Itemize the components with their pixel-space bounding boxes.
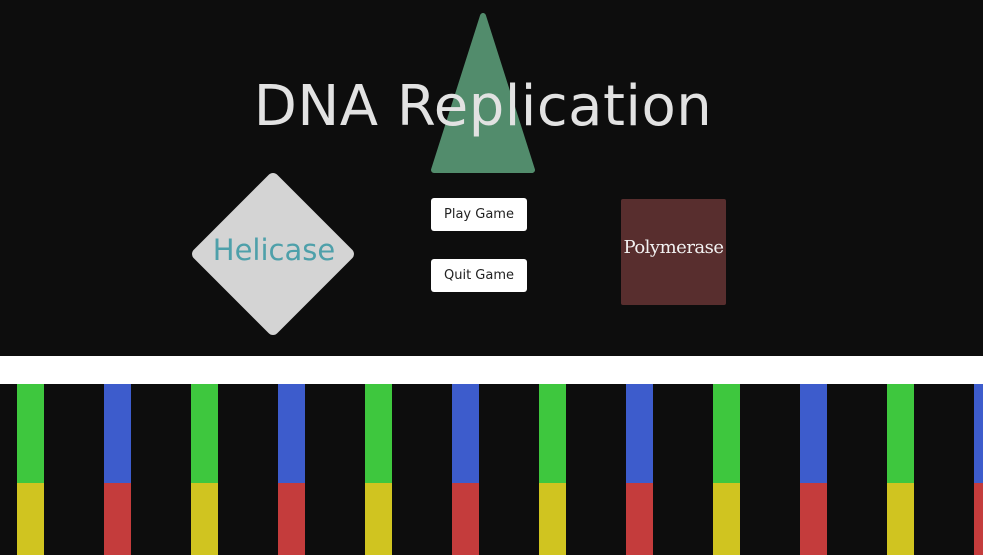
helicase-label: Helicase: [212, 233, 336, 267]
base-yellow: [17, 483, 44, 555]
base-pair: [17, 384, 44, 555]
divider-bar: [0, 356, 983, 384]
base-pair: [800, 384, 827, 555]
triangle-shape: [431, 13, 535, 173]
base-blue: [278, 384, 305, 483]
base-pair: [104, 384, 131, 555]
base-yellow: [713, 483, 740, 555]
primase-triangle: [431, 13, 535, 173]
base-pair: [974, 384, 983, 555]
play-game-button[interactable]: Play Game: [431, 198, 527, 231]
base-pair: [191, 384, 218, 555]
base-green: [713, 384, 740, 483]
base-red: [452, 483, 479, 555]
base-blue: [104, 384, 131, 483]
base-pair: [887, 384, 914, 555]
base-yellow: [191, 483, 218, 555]
base-red: [104, 483, 131, 555]
dna-strand: [0, 384, 983, 555]
base-pair: [452, 384, 479, 555]
base-pair: [626, 384, 653, 555]
base-pair: [278, 384, 305, 555]
base-red: [974, 483, 983, 555]
base-green: [17, 384, 44, 483]
base-red: [800, 483, 827, 555]
base-green: [191, 384, 218, 483]
base-pair: [713, 384, 740, 555]
base-blue: [452, 384, 479, 483]
base-yellow: [365, 483, 392, 555]
base-blue: [800, 384, 827, 483]
base-yellow: [887, 483, 914, 555]
polymerase-label: Polymerase: [623, 237, 724, 258]
base-pair: [539, 384, 566, 555]
base-blue: [626, 384, 653, 483]
base-pair: [365, 384, 392, 555]
base-green: [365, 384, 392, 483]
base-green: [539, 384, 566, 483]
base-red: [626, 483, 653, 555]
base-red: [278, 483, 305, 555]
base-green: [887, 384, 914, 483]
main-menu: DNA Replication Helicase Play Game Quit …: [189, 13, 726, 338]
base-blue: [974, 384, 983, 483]
base-yellow: [539, 483, 566, 555]
game-title: DNA Replication: [253, 74, 713, 139]
polymerase-shape: Polymerase: [621, 199, 726, 305]
quit-game-button[interactable]: Quit Game: [431, 259, 527, 292]
